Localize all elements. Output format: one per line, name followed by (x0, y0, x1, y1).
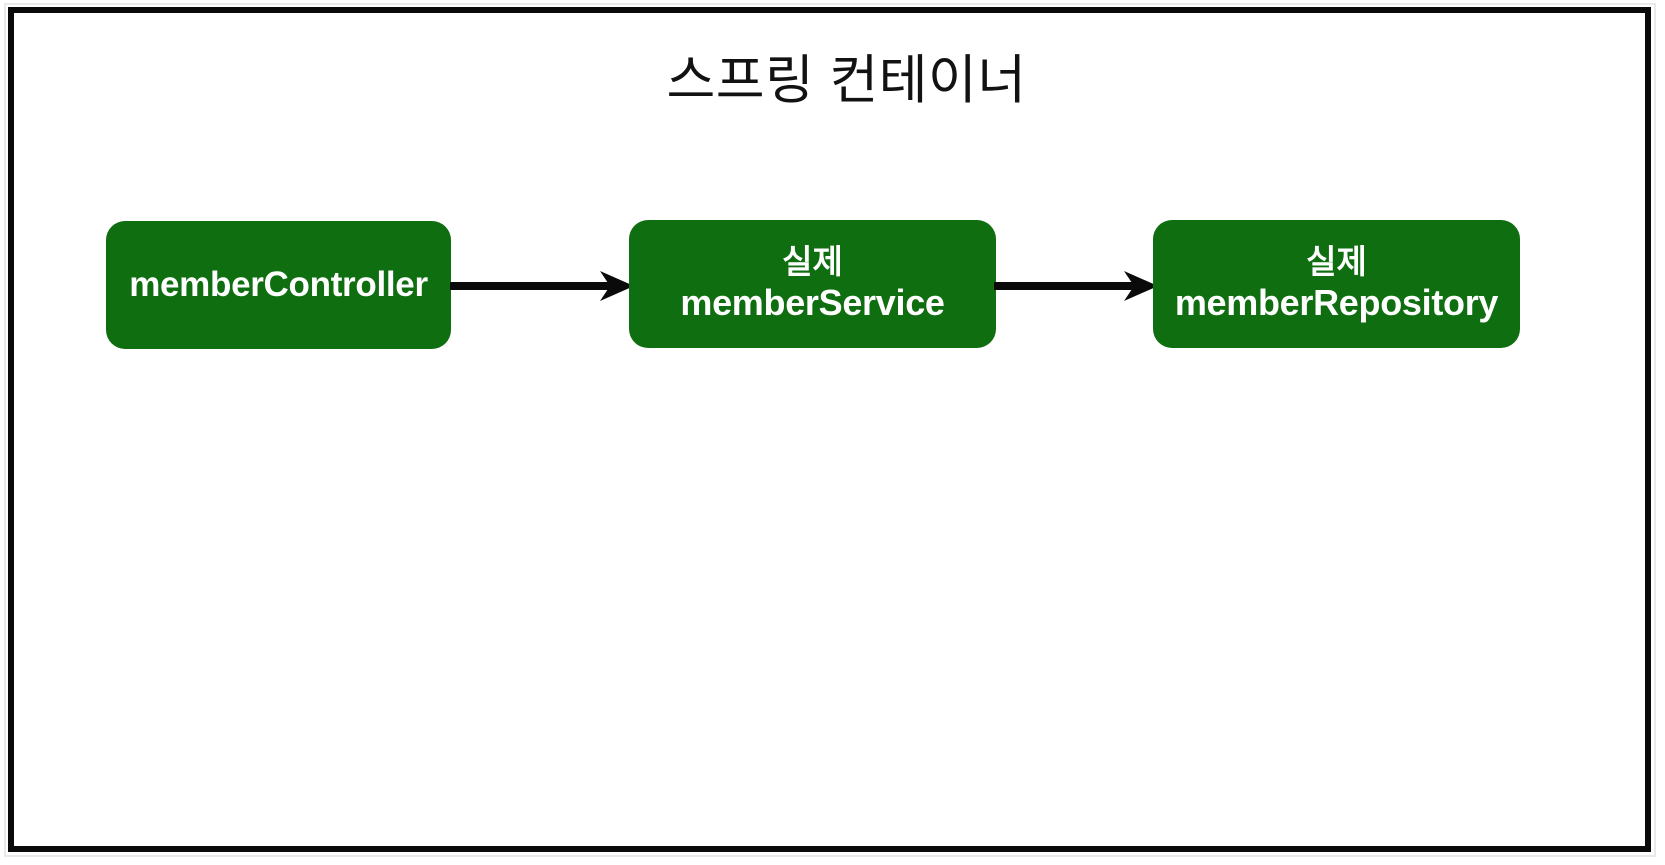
arrow-controller-to-service (450, 265, 634, 305)
bean-label-member-repository: memberRepository (1174, 282, 1499, 324)
bean-box-member-controller[interactable]: memberController (106, 221, 451, 349)
page-title: 스프링 컨테이너 (666, 51, 1027, 110)
arrow-service-to-repository (994, 265, 1158, 305)
bean-qualifier-member-repository: 실제 (1306, 243, 1367, 281)
bean-box-member-service[interactable]: 실제 memberService (629, 220, 996, 348)
bean-label-member-service: memberService (680, 282, 945, 324)
bean-label-member-controller: memberController (129, 265, 428, 305)
spring-container-frame: 스프링 컨테이너 memberController 실제 memberServi… (8, 7, 1651, 852)
bean-box-member-repository[interactable]: 실제 memberRepository (1153, 220, 1520, 348)
bean-qualifier-member-service: 실제 (782, 243, 843, 281)
